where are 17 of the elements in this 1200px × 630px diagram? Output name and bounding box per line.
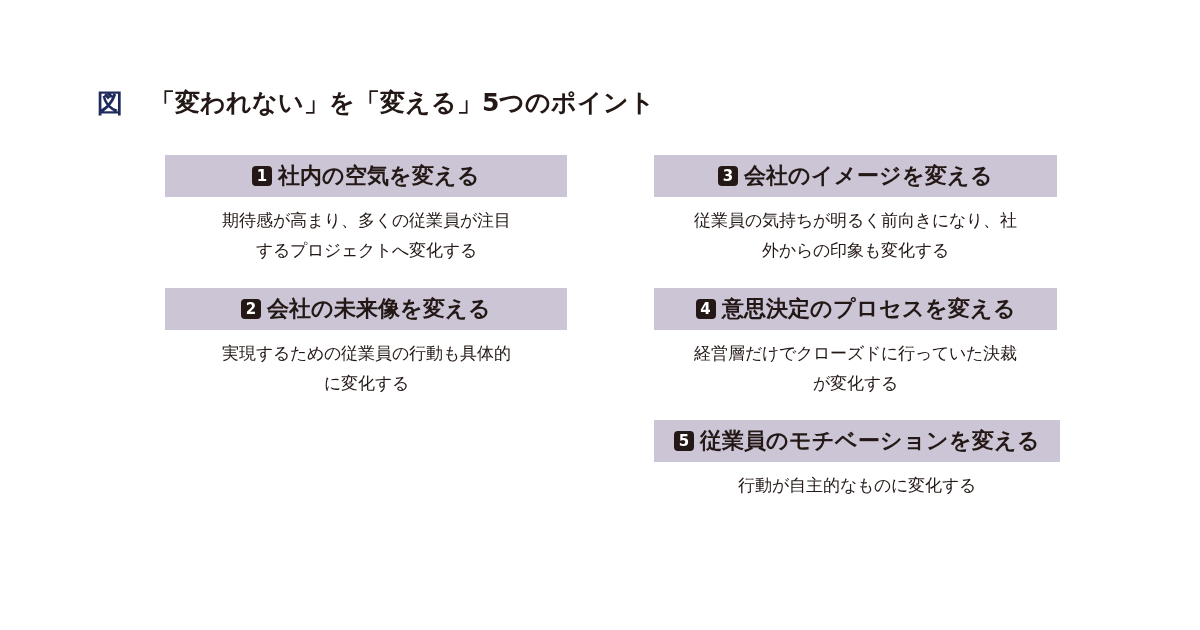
heading-text: 社内の空気を変える	[278, 162, 480, 190]
figure-label: 図	[97, 87, 123, 120]
number-badge: 2	[241, 299, 261, 319]
description-text: 行動が自主的なものに変化する	[737, 474, 977, 497]
title: 「変われない」を「変える」5つのポイント	[150, 87, 656, 119]
heading-text: 意思決定のプロセスを変える	[721, 295, 1016, 323]
number-badge: 3	[718, 166, 738, 186]
heading-text: 会社の未来像を変える	[267, 295, 491, 323]
number-badge: 5	[674, 431, 694, 451]
heading-text: 会社のイメージを変える	[744, 162, 993, 190]
number-badge: 1	[252, 166, 272, 186]
description-text: 経営層だけでクローズドに行っていた決裁が変化する	[693, 342, 1018, 395]
description-text: 従業員の気持ちが明るく前向きになり、社外からの印象も変化する	[693, 209, 1018, 262]
number-badge: 4	[695, 299, 716, 319]
description-text: 期待感が高まり、多くの従業員が注目するプロジェクトへ変化する	[220, 209, 512, 262]
heading-text: 従業員のモチベーションを変える	[700, 427, 1040, 455]
description-text: 実現するための従業員の行動も具体的に変化する	[220, 342, 512, 395]
